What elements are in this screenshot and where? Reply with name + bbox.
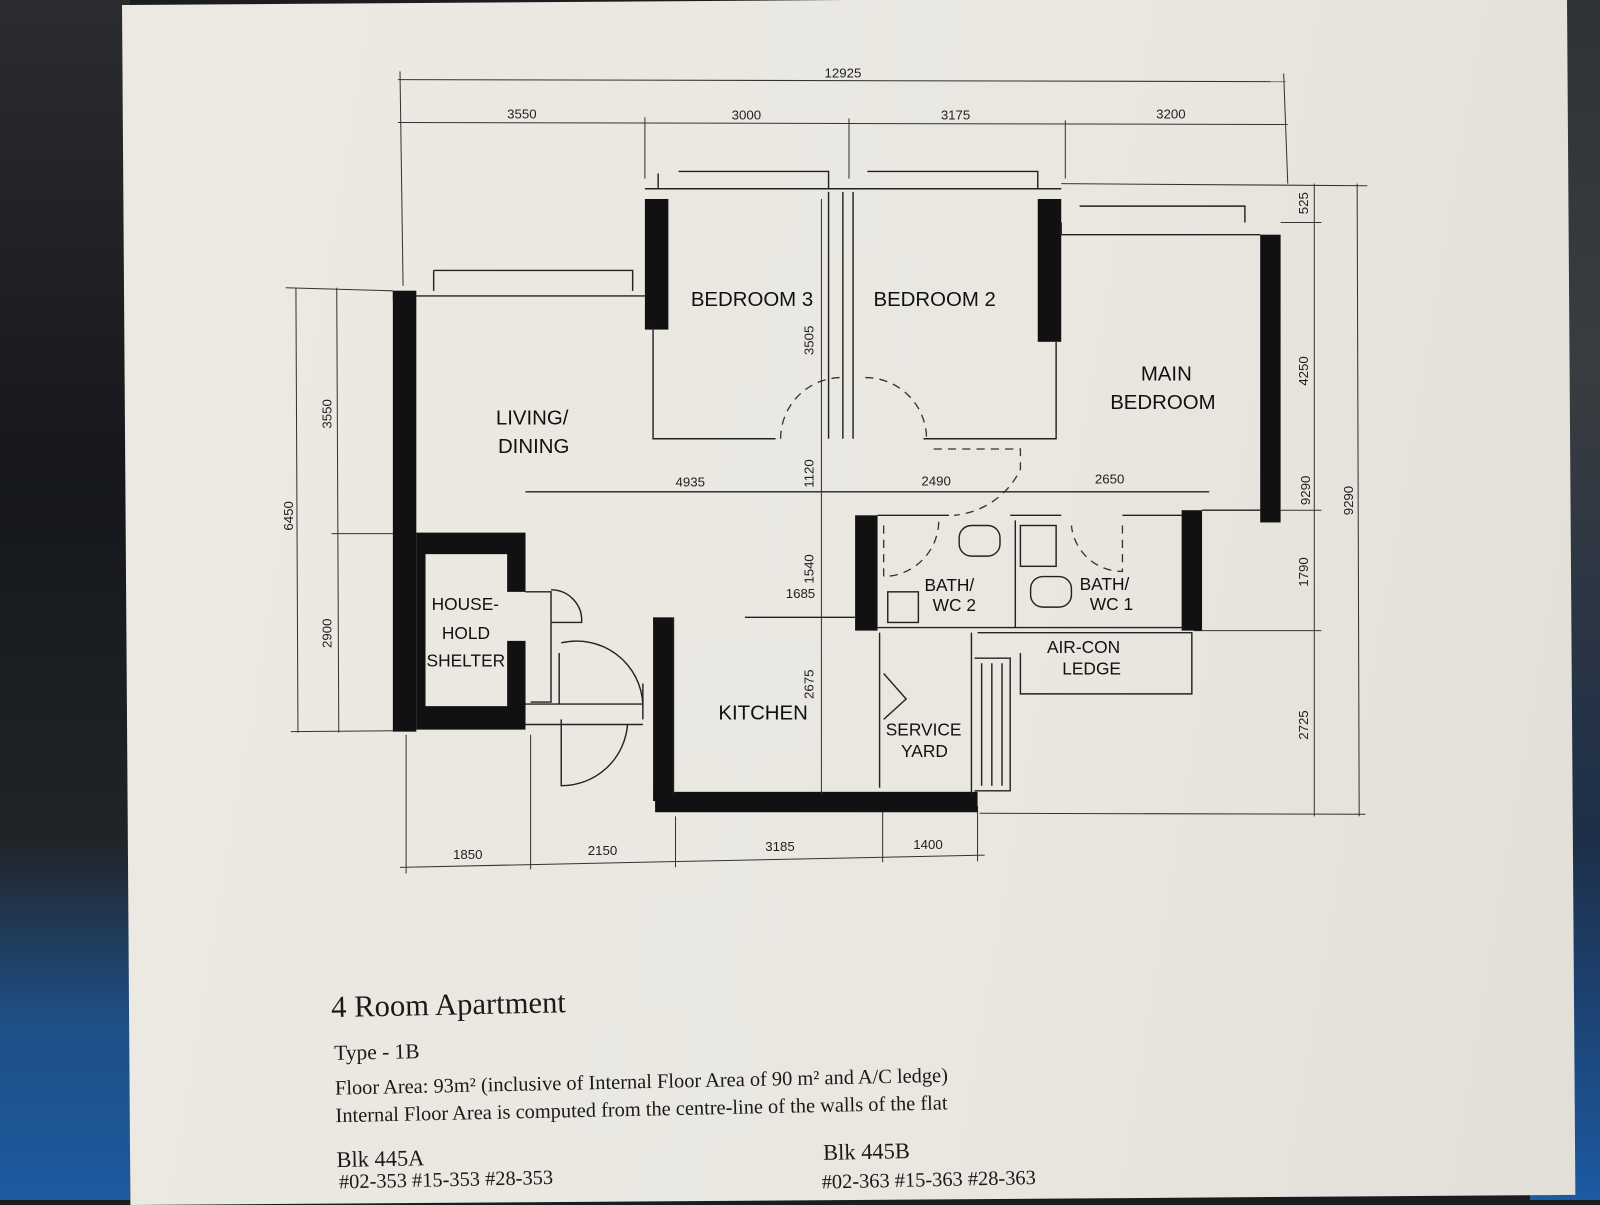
dim-top-1: 3550 — [507, 106, 536, 121]
dim-top-2: 3000 — [732, 107, 761, 122]
room-service-1: SERVICE — [886, 720, 962, 740]
apartment-info: 4 Room Apartment Type - 1B Floor Area: 9… — [331, 985, 1037, 1193]
apartment-title: 4 Room Apartment — [331, 985, 567, 1024]
room-shelter-2: HOLD — [442, 623, 490, 643]
room-bedroom-3: BEDROOM 3 — [691, 289, 813, 311]
room-labels: BEDROOM 3 BEDROOM 2 MAIN BEDROOM LIVING/… — [427, 289, 1216, 761]
dim-right-overall: 9290 — [1298, 476, 1313, 505]
partitions — [416, 170, 1261, 794]
room-bath2-2: WC 2 — [933, 595, 976, 615]
dim-2490: 2490 — [921, 474, 950, 489]
dim-4935: 4935 — [676, 475, 705, 490]
top-dimensions: 12925 3550 3000 3175 3200 — [397, 66, 1289, 286]
room-bath1-1: BATH/ — [1080, 574, 1130, 594]
room-aircon-1: AIR-CON — [1047, 637, 1120, 657]
dim-right-4: 2725 — [1296, 710, 1311, 739]
dim-bath-depth: 1540 — [801, 554, 816, 583]
dim-left-1: 3550 — [320, 399, 335, 428]
dim-bottom-1: 1850 — [453, 847, 482, 862]
door-swings — [551, 376, 1124, 787]
room-bath1-2: WC 1 — [1090, 594, 1133, 614]
dim-left-overall: 6450 — [281, 501, 296, 530]
dim-right-3: 1790 — [1296, 557, 1311, 586]
room-shelter-1: HOUSE- — [432, 594, 499, 614]
dim-bedroom-depth: 3505 — [801, 326, 816, 355]
dim-right-2: 4250 — [1296, 356, 1311, 385]
block-b-units: #02-363 #15-363 #28-363 — [822, 1167, 1037, 1193]
bottom-dimensions: 1850 2150 3185 1400 — [399, 734, 985, 874]
room-living-1: LIVING/ — [496, 407, 569, 429]
block-a: Blk 445A — [336, 1145, 425, 1172]
room-service-2: YARD — [901, 741, 948, 761]
walls — [392, 198, 1281, 813]
room-kitchen: KITCHEN — [718, 702, 808, 724]
dim-bottom-3: 3185 — [765, 839, 794, 854]
room-main-bedroom-2: BEDROOM — [1110, 392, 1215, 414]
dim-right-outer: 9290 — [1341, 486, 1356, 515]
room-aircon-2: LEDGE — [1062, 658, 1121, 678]
dim-bottom-4: 1400 — [913, 837, 942, 852]
dim-2650: 2650 — [1095, 472, 1124, 487]
dim-left-2: 2900 — [320, 618, 335, 647]
block-b: Blk 445B — [823, 1138, 910, 1165]
dim-bottom-2: 2150 — [588, 843, 617, 858]
right-dimensions: 9290 525 4250 1790 2725 9290 — [979, 183, 1368, 817]
apartment-type: Type - 1B — [334, 1039, 420, 1065]
block-a-units: #02-353 #15-353 #28-353 — [339, 1167, 554, 1193]
room-bedroom-2: BEDROOM 2 — [873, 289, 995, 311]
left-dimensions: 6450 3550 2900 — [281, 287, 417, 733]
background-desk-left — [0, 0, 130, 1200]
dim-corridor: 1120 — [801, 459, 816, 488]
dim-kitchen-depth: 2675 — [801, 669, 816, 698]
dim-right-1: 525 — [1296, 192, 1311, 214]
room-shelter-3: SHELTER — [427, 650, 506, 670]
dim-1685: 1685 — [786, 586, 815, 601]
dim-top-3: 3175 — [941, 107, 970, 122]
dim-top-4: 3200 — [1156, 106, 1185, 121]
room-living-2: DINING — [498, 436, 569, 458]
dim-overall-width: 12925 — [824, 66, 861, 81]
room-main-bedroom-1: MAIN — [1141, 364, 1192, 386]
internal-dimensions: 3505 1120 1540 2675 4935 2490 2650 1685 — [676, 198, 1124, 794]
room-bath2-1: BATH/ — [924, 575, 974, 595]
